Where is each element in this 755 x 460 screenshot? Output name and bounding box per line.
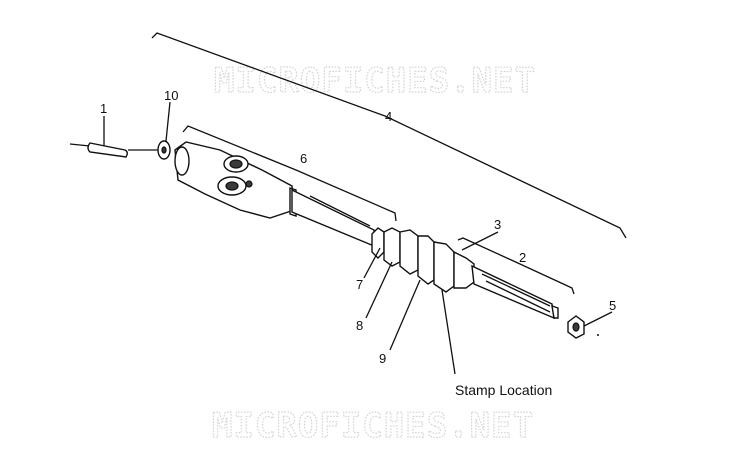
bracket-4	[151, 32, 627, 239]
callout-10: 10	[164, 88, 178, 103]
leader-lines	[363, 231, 499, 375]
watermark-top: MICROFICHES.NET	[214, 61, 536, 101]
nut-part-5	[567, 311, 613, 339]
bracket-6	[182, 125, 397, 222]
outer-shaft-part-2	[471, 264, 559, 320]
callout-2: 2	[519, 250, 526, 265]
callout-1: 1	[100, 101, 107, 116]
callout-5: 5	[609, 298, 616, 313]
callout-4: 4	[385, 109, 392, 124]
callout-6: 6	[300, 151, 307, 166]
callout-8: 8	[356, 318, 363, 333]
callout-9: 9	[379, 351, 386, 366]
washer-part-10	[128, 101, 171, 160]
yoke-part-6	[174, 141, 297, 219]
callout-3: 3	[494, 217, 501, 232]
stamp-location-label: Stamp Location	[455, 382, 552, 398]
cv-boot-part-9	[371, 227, 475, 293]
callout-7: 7	[356, 277, 363, 292]
watermark-bottom: MICROFICHES.NET	[212, 406, 534, 446]
pin-part-1	[69, 116, 128, 158]
bracket-2	[457, 237, 575, 295]
